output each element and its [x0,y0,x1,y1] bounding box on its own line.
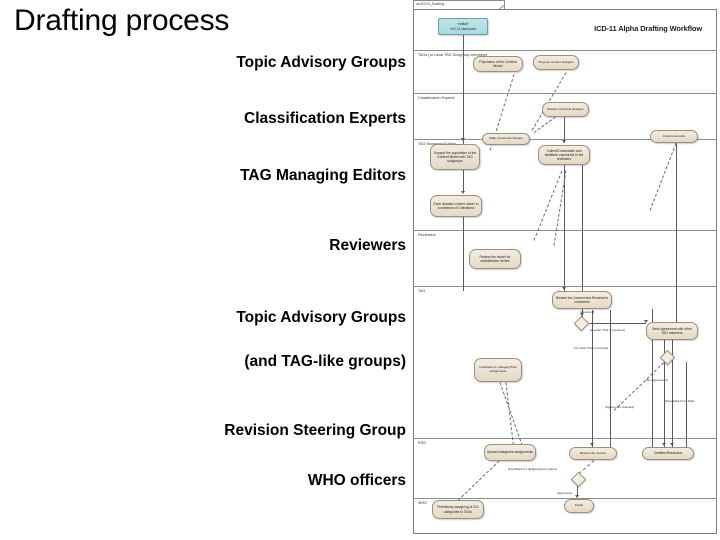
connector [463,217,464,291]
guard-label: [another TAG is involved] [590,328,625,332]
guard-label: [Agreement reached] [605,405,634,409]
activity-node: Population of the Content Model [473,56,523,72]
activity-node: Collect/Consolidate and distribute comme… [538,145,590,165]
connector [672,340,673,447]
swimlane: Reviewers [414,230,716,287]
swimlane-label: WHO [418,501,428,505]
connector [463,35,464,145]
node-label: Support the population of the Content Mo… [433,150,477,164]
activity-node: Review structural changes [542,102,589,117]
role-label: Classification Experts [244,110,406,127]
role-label: Revision Steering Group [224,422,406,439]
workflow-diagram-image: ad:ICD11_Drafting... ICD-11 Alpha Drafti… [411,0,720,540]
activity-node: Review the Content and Reviewer's commen… [552,291,612,309]
arrow-head [661,443,666,446]
connector [664,340,665,447]
page-title: Drafting process [14,4,230,37]
activity-node: Propose content changes [533,55,579,70]
role-label: WHO officers [307,472,406,489]
connector [652,309,653,449]
role-label: Reviewers [329,237,406,254]
connector [463,170,464,192]
guard-label: [No Agreement] [646,378,668,382]
swimlane-label: RSG [418,441,427,445]
activity-node: Certifies/Resolution [642,447,694,460]
node-label: Propose content changes [538,59,574,64]
arrow-head [561,287,566,290]
arrow-head [561,140,566,143]
arrow-head [574,495,579,498]
connector [586,323,646,324]
node-label: Collect/Consolidate and distribute comme… [544,148,584,162]
connector [564,117,565,143]
guard-label: [no other TAGs involved] [574,346,608,350]
node-label: Population of the Content Model [479,59,517,68]
activity-node: Review the model for submitted/on review [469,249,521,269]
activity-node: Review the content [569,447,617,460]
swimlane: WHO [414,498,716,540]
diagram-frame: ICD-11 Alpha Drafting Workflow TAGs (or … [413,9,717,534]
node-label: Seek Agreement with other TAG members [652,326,692,335]
node-label: Certifies/Resolution [653,451,683,456]
node-label: Review the Content and Reviewer's commen… [555,295,609,304]
connector [564,165,565,291]
activity-node: Make structural changes [482,133,530,145]
arrow-head [669,443,674,446]
node-label: Review the content [579,450,607,455]
swimlane-label: TAG [418,289,426,293]
guard-label: [Feedback for disagreement option] [508,467,557,471]
activity-node: Preliminary assigning of ICD categories … [432,500,484,519]
arrow-head [589,443,594,446]
activity-node: Finish [564,499,594,513]
connector [582,165,583,291]
node-label: Final comments [663,133,685,138]
start-node: «initial» ICD-11 start point [438,18,488,35]
connector [592,310,593,447]
swimlane-label: Reviewers [418,233,436,237]
arrow-head [579,313,584,316]
swimlane: TAG [414,286,716,439]
role-label: (and TAG-like groups) [244,353,406,370]
node-label: Finish [574,503,584,508]
node-label: Preliminary assigning of ICD categories … [437,505,479,514]
connector [610,310,611,447]
swimlane-label: Classification Experts [418,96,455,100]
arrow-head [643,320,648,323]
role-label: TAG Managing Editors [240,167,406,184]
activity-node: Final comments [650,130,698,143]
node-label: Review structural changes [547,106,584,111]
node-label: Review the model for submitted/on review [479,254,511,263]
activity-node: Seek Agreement with other TAG members [646,322,698,340]
node-label: Make structural changes [489,136,523,141]
role-label: Topic Advisory Groups [236,54,406,71]
swimlane-label: TAGs (or Local TAG Subgroup members) [418,53,488,57]
activity-node: Support the population of the Content Mo… [430,144,480,170]
guard-label: [Feedback from TAG] [665,399,695,403]
activity-node: Feedback on category/TAG assignments [474,358,522,382]
arrow-head [460,191,465,194]
connector [676,143,677,323]
guard-label: [approved] [557,491,572,495]
swimlane: Classification Experts [414,93,716,140]
activity-node: Each isolated content owner in a minimum… [430,195,482,217]
node-label: Feedback on category/TAG assignments [479,365,517,373]
diagram-title: ICD-11 Alpha Drafting Workflow [594,24,702,33]
node-label: «initial» ICD-11 start point [450,22,476,31]
diagram-tab-header: ad:ICD11_Drafting... [413,0,505,9]
connector [686,362,687,447]
node-label: Upload categories assignments [487,450,533,455]
role-label: Topic Advisory Groups [236,309,406,326]
swimlane: TAGs (or Local TAG Subgroup members) [414,50,716,94]
node-label: Each isolated content owner in a minimum… [433,201,479,210]
guard-label: [accepted] [580,310,595,314]
activity-node: Upload categories assignments [484,444,536,461]
arrow-head [460,138,465,141]
connector [577,483,578,497]
swimlane: RSG [414,438,716,499]
